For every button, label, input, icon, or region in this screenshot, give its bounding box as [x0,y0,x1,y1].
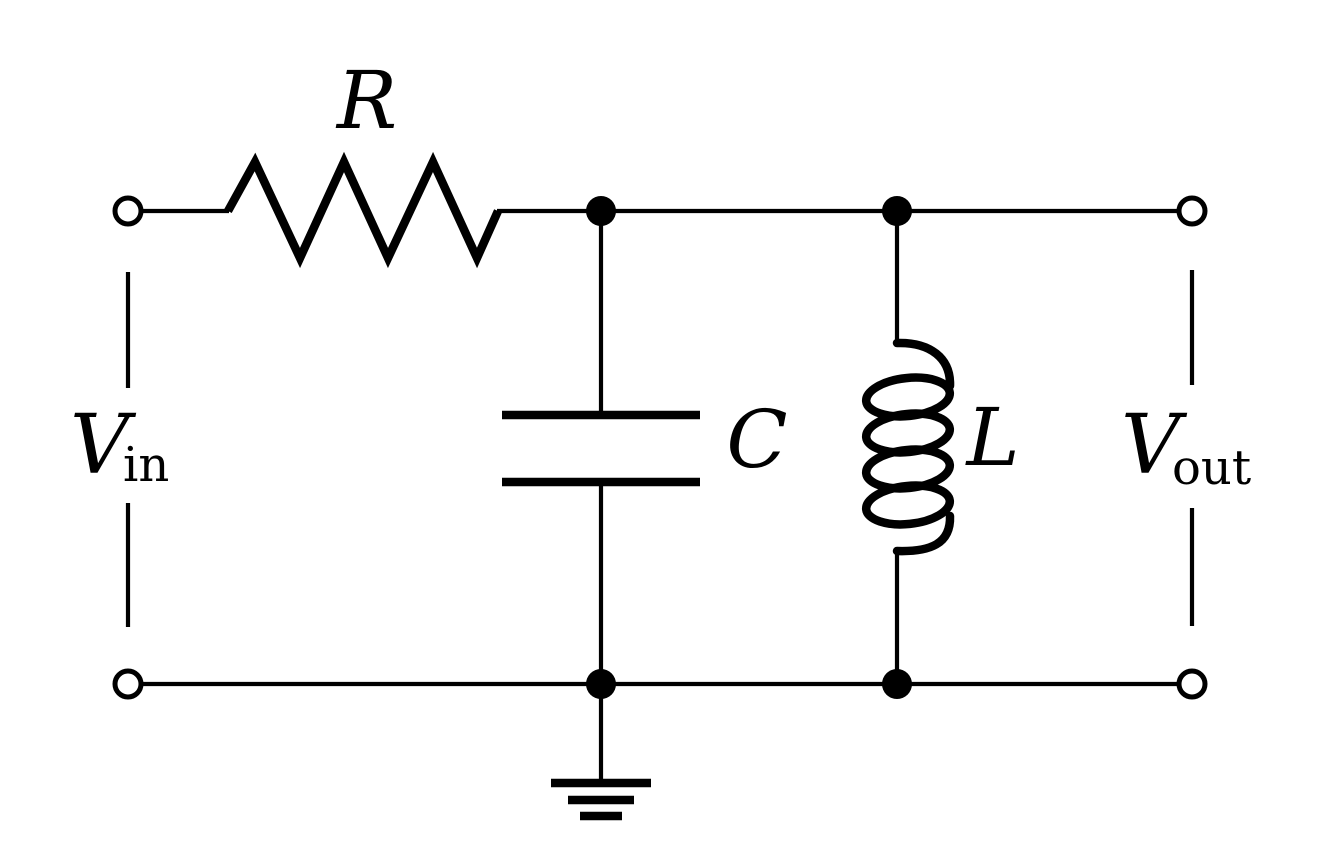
terminal-output-top [1176,195,1208,227]
capacitor-symbol [502,211,700,684]
output-voltage-label: V out [1121,398,1251,496]
terminal-input-bottom [112,668,144,700]
output-voltage-subscript: out [1172,440,1251,496]
port-gap-lines [125,270,1195,627]
ground-symbol [551,684,651,821]
resistor-label: R [335,54,397,147]
terminal-input-top [112,195,144,227]
resistor-symbol [224,151,502,269]
inductor-symbol [861,211,955,684]
output-voltage-symbol: V [1121,398,1188,493]
node-dot [882,196,912,226]
node-dot [586,196,616,226]
junction-nodes [586,196,912,699]
input-voltage-symbol: V [70,398,137,493]
input-voltage-subscript: in [123,437,169,493]
terminal-output-bottom [1176,668,1208,700]
inductor-label: L [964,391,1019,484]
input-voltage-label: V in [70,398,169,493]
node-dot [882,669,912,699]
terminals [112,195,1208,700]
capacitor-label: C [726,393,787,486]
node-dot [586,669,616,699]
